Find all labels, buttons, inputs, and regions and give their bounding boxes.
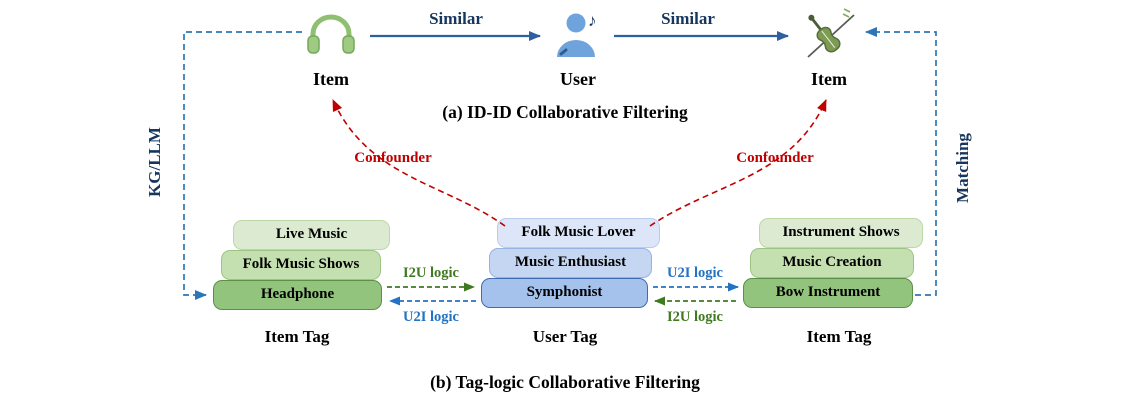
item-tag-instrument-shows: Instrument Shows	[759, 218, 923, 248]
user-tag-folk-music-lover: Folk Music Lover	[497, 218, 660, 248]
item-tag-stack-label-right: Item Tag	[806, 327, 872, 346]
user-music-icon: ♪	[557, 11, 597, 57]
user-tag-symphonist: Symphonist	[481, 278, 648, 308]
u2i-logic-label-left: U2I logic	[403, 309, 459, 325]
item-label-right: Item	[811, 69, 847, 89]
item-tag-headphone: Headphone	[213, 280, 382, 310]
item-tag-live-music: Live Music	[233, 220, 390, 250]
confounder-label-right: Confounder	[736, 150, 814, 166]
i2u-logic-label-right: I2U logic	[667, 309, 723, 325]
kg-llm-label: KG/LLM	[145, 127, 164, 197]
u2i-logic-label-right: U2I logic	[667, 265, 723, 281]
item-tag-bow-instrument: Bow Instrument	[743, 278, 913, 308]
music-note-icon: ♪	[588, 11, 597, 30]
violin-icon	[807, 8, 855, 58]
headphones-icon	[307, 14, 355, 54]
caption-panel-a: (a) ID-ID Collaborative Filtering	[442, 102, 688, 122]
item-tag-music-creation: Music Creation	[750, 248, 914, 278]
user-tag-stack-label: User Tag	[532, 327, 598, 346]
i2u-logic-label-left: I2U logic	[403, 265, 459, 281]
user-tag-music-enthusiast: Music Enthusiast	[489, 248, 652, 278]
matching-label: Matching	[953, 133, 972, 203]
item-label-left: Item	[313, 69, 349, 89]
confounder-label-left: Confounder	[354, 150, 432, 166]
similar-label-left: Similar	[429, 9, 483, 28]
user-label: User	[560, 69, 596, 89]
similar-label-right: Similar	[661, 9, 715, 28]
item-tag-folk-music-shows: Folk Music Shows	[221, 250, 381, 280]
item-tag-stack-label-left: Item Tag	[264, 327, 330, 346]
caption-panel-b: (b) Tag-logic Collaborative Filtering	[430, 372, 700, 392]
